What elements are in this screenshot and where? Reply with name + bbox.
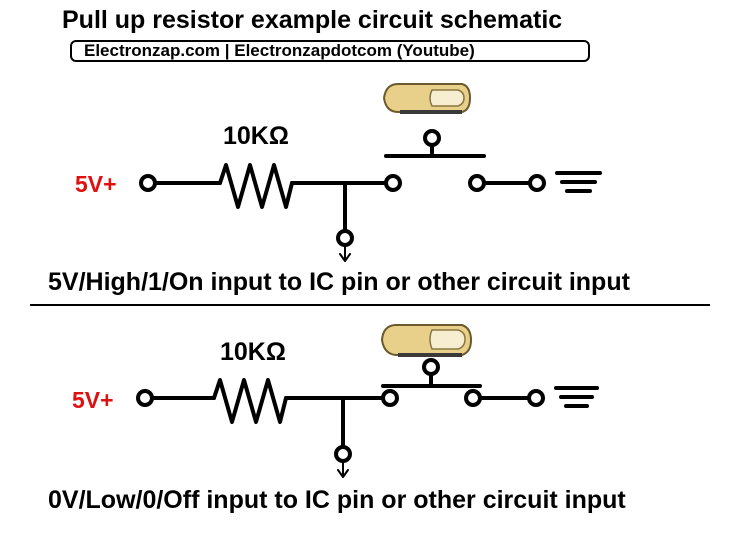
banner-frame	[70, 40, 590, 62]
top-supply-terminal	[139, 174, 157, 192]
bottom-caption: 0V/Low/0/Off input to IC pin or other ci…	[48, 486, 626, 514]
bottom-switch-contact-right	[464, 389, 482, 407]
bottom-output-arrow	[337, 462, 349, 478]
top-resistor	[218, 163, 294, 209]
top-caption: 5V/High/1/On input to IC pin or other ci…	[48, 268, 630, 296]
bottom-resistor	[212, 378, 288, 424]
bottom-supply-terminal	[136, 389, 154, 407]
top-supply-label: 5V+	[75, 171, 117, 197]
banner-text: Electronzap.com | Electronzapdotcom (You…	[84, 41, 475, 60]
bottom-ground-icon	[554, 386, 599, 408]
top-finger-icon	[382, 83, 472, 114]
bottom-resistor-label: 10KΩ	[220, 338, 286, 366]
bottom-switch-contact-left	[381, 389, 399, 407]
top-switch-contact-left	[384, 174, 402, 192]
top-output-arrow	[339, 246, 351, 262]
top-ground-terminal	[528, 174, 546, 192]
bottom-switch-plunger	[422, 358, 440, 376]
bottom-ground-terminal	[527, 389, 545, 407]
diagram-title: Pull up resistor example circuit schemat…	[62, 6, 563, 34]
top-output-terminal	[336, 229, 354, 247]
top-switch-plunger	[423, 129, 441, 147]
top-switch-contact-right	[468, 174, 486, 192]
bottom-output-terminal	[334, 445, 352, 463]
top-circuit	[139, 129, 602, 262]
bottom-supply-label: 5V+	[72, 387, 114, 413]
top-ground-icon	[555, 171, 602, 193]
bottom-finger-icon	[380, 324, 473, 357]
bottom-circuit	[136, 358, 599, 478]
top-resistor-label: 10KΩ	[223, 122, 289, 150]
